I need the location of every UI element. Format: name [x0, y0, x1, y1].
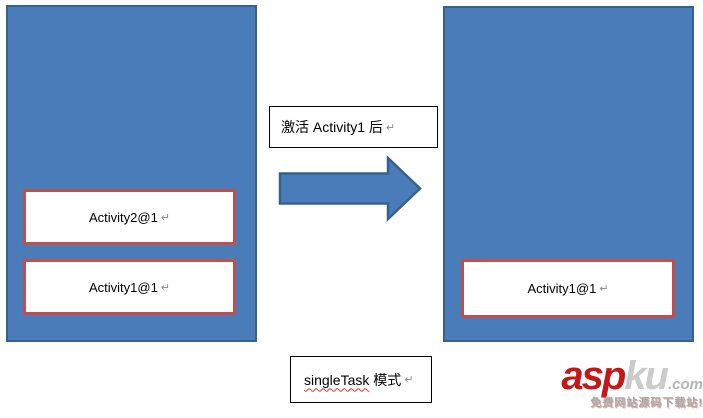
task-stack-before: Activity2@1↵ Activity1@1↵ — [6, 5, 257, 342]
caption-rest: 模式 — [369, 371, 402, 388]
caption-highlighted-word: singleTask — [304, 371, 370, 388]
return-mark-icon: ↵ — [385, 120, 396, 134]
task-stack-after: Activity1@1↵ — [443, 6, 694, 342]
activity-label: Activity1@1 — [527, 281, 597, 296]
activity-label: Activity2@1 — [88, 209, 158, 225]
activity-item: Activity1@1↵ — [23, 259, 236, 315]
watermark-brand-gray: ku — [624, 354, 669, 398]
right-arrow-icon — [278, 155, 422, 222]
arrow-label-box: 激活 Activity1 后↵ — [269, 106, 438, 148]
watermark-tagline: 免费网站源码下载站! — [590, 397, 703, 409]
return-mark-icon: ↵ — [160, 210, 171, 224]
return-mark-icon: ↵ — [599, 282, 609, 295]
arrow-label: 激活 Activity1 后 — [281, 119, 383, 135]
watermark-brand-red: asp — [561, 354, 626, 398]
activity-item: Activity2@1↵ — [23, 189, 236, 245]
return-mark-icon: ↵ — [160, 280, 171, 294]
activity-item: Activity1@1↵ — [461, 259, 675, 318]
watermark-brand-suffix: .com — [667, 376, 703, 393]
return-mark-icon: ↵ — [404, 373, 414, 386]
caption-box: singleTask 模式↵ — [290, 356, 432, 403]
activity-label: Activity1@1 — [88, 279, 158, 295]
